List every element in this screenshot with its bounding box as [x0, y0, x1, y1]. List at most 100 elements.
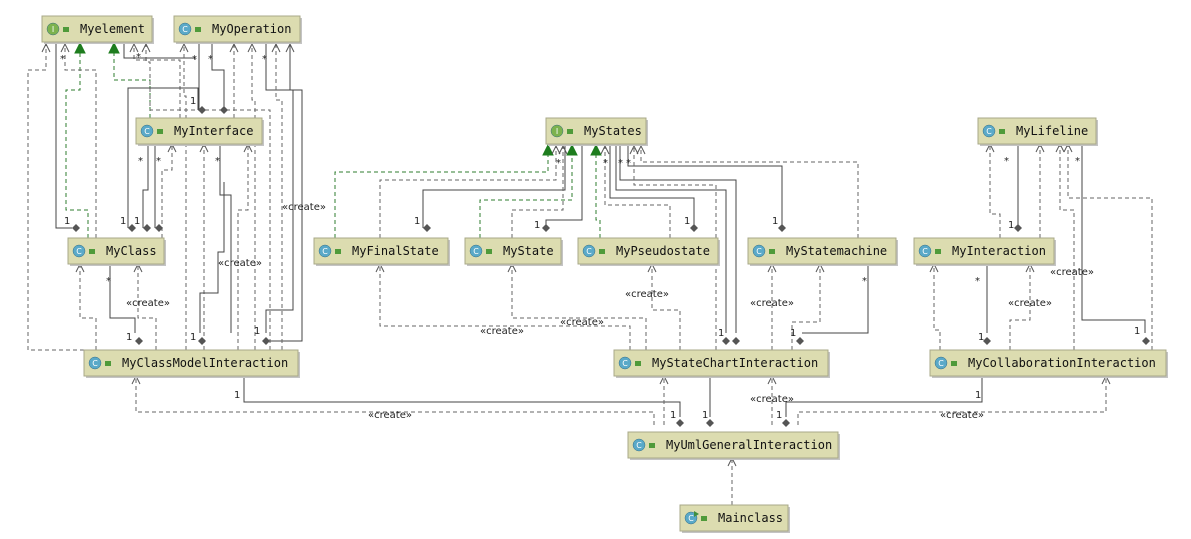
dependency-myclass-myelement-2 — [65, 44, 97, 238]
class-name: MyClass — [106, 244, 157, 258]
dependency-mysc-mystates — [634, 146, 717, 350]
mult-24: 1 — [772, 216, 778, 227]
visibility-icon — [567, 129, 573, 134]
realization-mypseudostate-mystates — [596, 146, 600, 238]
mult-20: * — [603, 158, 608, 169]
assoc-umlgi-mycm — [243, 376, 681, 417]
dependency-mycm-myoperation-2 — [252, 44, 255, 350]
mult-21: * — [618, 158, 623, 169]
assoc-mycol-mylifeline — [1081, 144, 1146, 333]
assoc-mysc-mystates-2 — [615, 146, 727, 333]
class-node-mystate[interactable]: C MyState — [464, 237, 563, 266]
class-name: MyInterface — [174, 124, 253, 138]
create-label-8: «create» — [1050, 267, 1094, 278]
create-label-10: «create» — [368, 410, 412, 421]
node-box — [627, 431, 839, 459]
badge-letter: C — [986, 127, 992, 136]
visibility-icon — [89, 249, 95, 254]
dependency-myinteraction-mylifeline — [990, 144, 1001, 238]
mult-34: 1 — [234, 390, 240, 401]
class-badge-icon — [318, 244, 332, 258]
node-box — [41, 15, 153, 43]
mult-30: * — [1075, 156, 1080, 167]
mult-33: 1 — [1134, 326, 1140, 337]
dependency-mycm-myclass — [80, 264, 97, 350]
node-box — [613, 349, 829, 377]
dependency-mysc-mypseudostate — [652, 264, 681, 350]
multiplicities: * 1 1 1 * * * * 1 * * * * 1 1 1 * 1 1 * … — [60, 52, 1140, 421]
dependency-mysc-myfinalstate — [380, 264, 631, 350]
class-name: MyState — [503, 244, 554, 258]
class-badge-icon — [178, 22, 192, 36]
mult-14: 1 — [126, 332, 132, 343]
visibility-icon — [769, 249, 775, 254]
badge-letter: C — [92, 359, 98, 368]
realization-mystate-mystates — [479, 146, 572, 238]
dependency-mycm-myoperation-3 — [276, 44, 283, 350]
aggregation-diamonds — [72, 106, 1150, 427]
create-label-4: «create» — [480, 326, 524, 337]
badge-letter: C — [636, 441, 642, 450]
dependency-mysc-mystate — [512, 264, 647, 350]
badge-letter: C — [688, 514, 694, 523]
badge-letter: C — [182, 25, 188, 34]
mult-1: * — [60, 54, 65, 65]
class-badge-icon — [469, 244, 483, 258]
visibility-icon — [335, 249, 341, 254]
dependency-mystate-mystates — [511, 146, 563, 238]
class-node-myclassmodelinteraction[interactable]: C MyClassModelInteraction — [83, 349, 300, 378]
mult-17: * — [556, 158, 561, 169]
mult-28: * — [1004, 156, 1009, 167]
class-name: MyLifeline — [1016, 124, 1088, 138]
interface-badge-icon — [550, 124, 564, 138]
badge-letter: C — [756, 247, 762, 256]
assoc-myclass-myelement — [55, 44, 72, 229]
mult-2: 1 — [64, 216, 70, 227]
node-box — [135, 117, 263, 145]
dependency-mypseudostate-mystates — [605, 146, 671, 238]
create-label-3: «create» — [126, 298, 170, 309]
realization-myfinalstate-mystates — [334, 146, 548, 238]
create-label-1: «create» — [282, 202, 326, 213]
class-badge-icon — [582, 244, 596, 258]
mult-35: 1 — [670, 410, 676, 421]
dependency-mycm-myelement-3 — [146, 44, 271, 350]
mult-4: 1 — [134, 216, 140, 227]
class-name: MyFinalState — [352, 244, 439, 258]
visibility-icon — [649, 443, 655, 448]
mult-13: * — [106, 276, 111, 287]
mult-26: 1 — [718, 328, 724, 339]
badge-letter: C — [473, 247, 479, 256]
mult-9: 1 — [190, 96, 196, 107]
visibility-icon — [701, 516, 707, 521]
class-badge-icon — [934, 356, 948, 370]
visibility-icon — [999, 129, 1005, 134]
dependency-mycol-myinteraction — [934, 264, 941, 350]
badge-letter: C — [144, 127, 150, 136]
create-label-9: «create» — [1008, 298, 1052, 309]
assoc-myclass-myinterface — [127, 87, 199, 228]
badge-letter: I — [52, 25, 54, 34]
class-name: MyClassModelInteraction — [122, 356, 288, 370]
class-node-mylifeline[interactable]: C MyLifeline — [977, 117, 1098, 146]
visibility-icon — [105, 361, 111, 366]
assoc-mystate-mystates — [545, 146, 583, 228]
class-node-myinterface[interactable]: C MyInterface — [135, 117, 264, 146]
mult-38: 1 — [975, 390, 981, 401]
run-marker-icon — [694, 511, 699, 517]
mult-6: * — [156, 156, 161, 167]
class-name: MyOperation — [212, 22, 291, 36]
mult-3: 1 — [120, 216, 126, 227]
class-node-myoperation[interactable]: C MyOperation — [173, 15, 302, 44]
